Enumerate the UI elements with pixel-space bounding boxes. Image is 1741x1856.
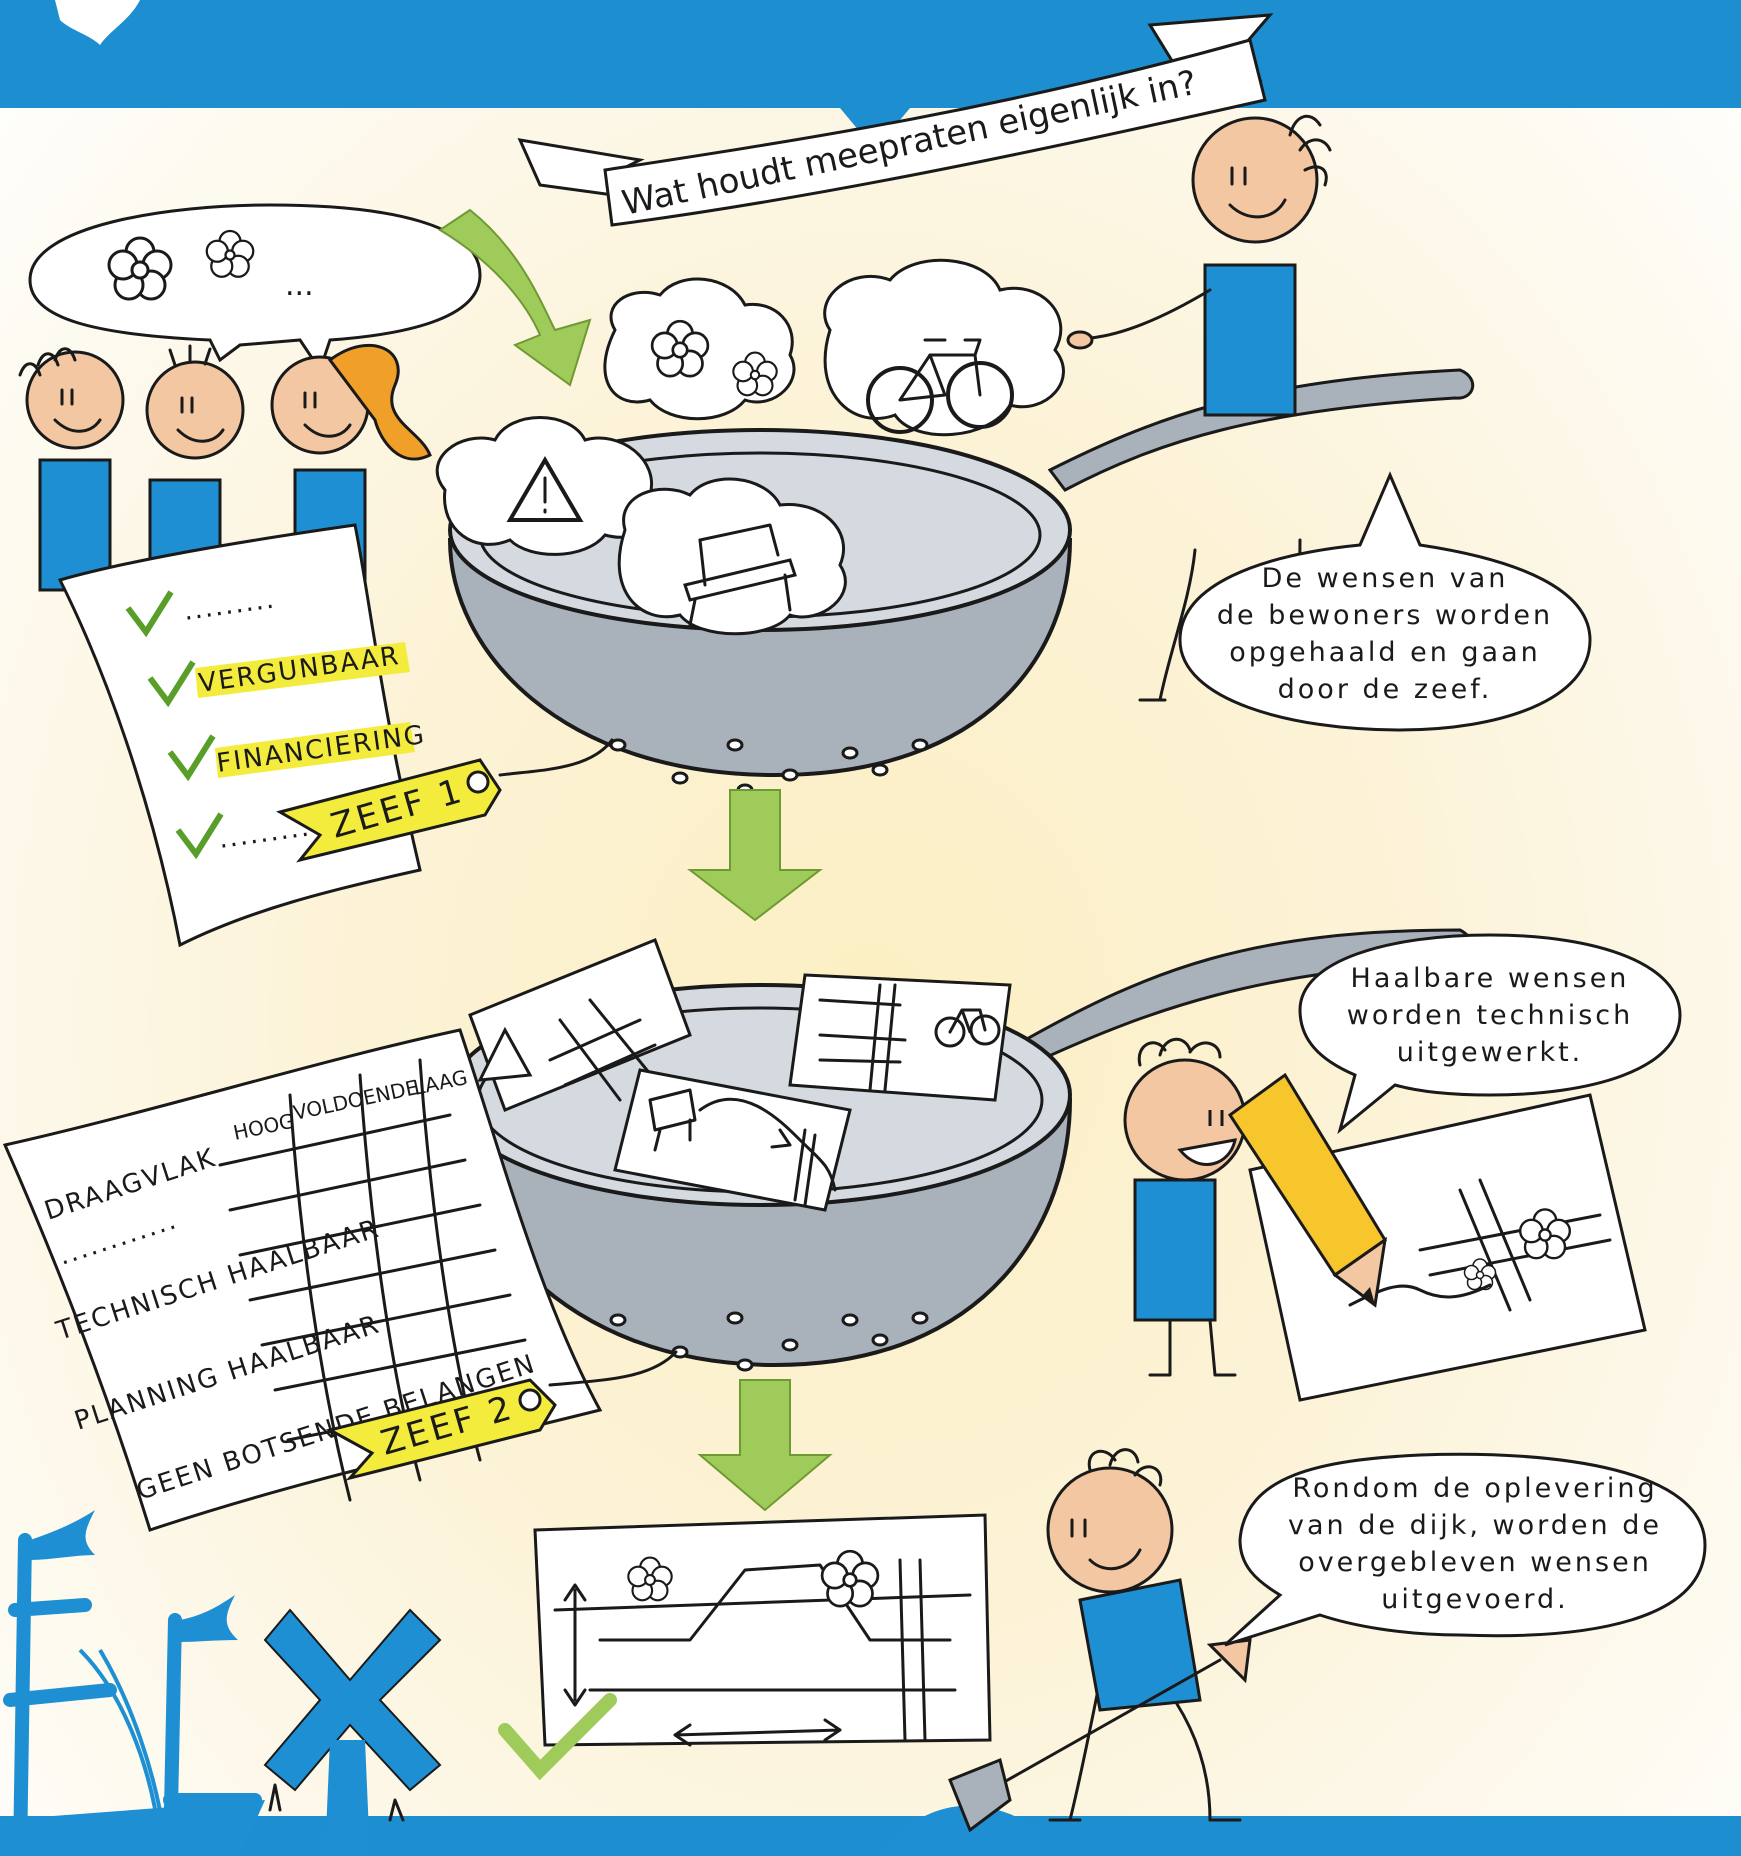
resident-face (145, 360, 245, 460)
bubble-line: overgebleven wensen (1298, 1547, 1652, 1578)
flower-icon (627, 1556, 673, 1602)
speech-bubble-step2-text: Haalbare wensen worden technisch uitgewe… (1305, 960, 1675, 1071)
bubble-line: door de zeef. (1277, 674, 1493, 705)
check-icon (125, 590, 174, 638)
bubble-line: Rondom de oplevering (1292, 1473, 1658, 1504)
residents-bubble-ellipsis: ... (285, 268, 314, 303)
wish-cloud-bicycle (823, 258, 1065, 437)
check-icon (147, 660, 196, 708)
bubble-line: worden technisch (1346, 1000, 1634, 1031)
sketch-card-bicycle (788, 973, 1012, 1102)
bubble-line: van de dijk, worden de (1288, 1510, 1662, 1541)
wish-cloud-flowers (603, 277, 796, 421)
check-icon (175, 812, 224, 860)
bubble-line: uitgewerkt. (1396, 1037, 1584, 1068)
sketch-card-warning (468, 938, 692, 1112)
arrow-icon (438, 208, 592, 387)
check-icon (498, 1693, 617, 1781)
shovel-icon (948, 1638, 1252, 1833)
bubble-line: De wensen van (1261, 563, 1509, 594)
windmill-icon (263, 1608, 442, 1856)
highlight-mark (215, 722, 415, 778)
bench-icon (683, 523, 797, 627)
bubble-line: uitgevoerd. (1381, 1584, 1569, 1615)
flower-icon (107, 236, 173, 301)
flower-icon (1463, 1258, 1497, 1291)
wish-cloud-warning (435, 416, 658, 556)
figure-drawing (1123, 1037, 1647, 1402)
flower-icon (205, 229, 255, 278)
header-band (0, 0, 1741, 108)
bicycle-icon (866, 338, 1014, 434)
figure-digging (880, 1448, 1252, 1856)
splash-icon (55, 0, 140, 45)
speech-bubble-step3 (1223, 1452, 1707, 1647)
bubble-line: de bewoners worden (1216, 600, 1554, 631)
final-plan-sheet (498, 1513, 992, 1781)
resident-face (25, 350, 125, 450)
flower-icon (820, 1549, 880, 1608)
residents-speech-bubble: ... (28, 203, 482, 374)
check-icon (167, 734, 216, 782)
highlight-mark (195, 642, 410, 698)
sketch-card-bench (613, 1068, 852, 1212)
flower-icon (1518, 1208, 1572, 1260)
speech-bubble-step1-text: De wensen van de bewoners worden opgehaa… (1185, 560, 1585, 708)
footer-band (0, 1816, 1741, 1856)
bubble-line: opgehaald en gaan (1229, 637, 1541, 668)
wish-cloud-bench (617, 477, 847, 636)
bicycle-icon (934, 1008, 1001, 1048)
pencil-icon (1227, 1072, 1388, 1308)
bubble-line: Haalbare wensen (1350, 963, 1630, 994)
arrow-down-icon (697, 1379, 833, 1512)
banner-text: Wat houdt meepraten eigenlijk in? (619, 63, 1201, 224)
speech-bubble-step3-text: Rondom de oplevering van de dijk, worden… (1250, 1470, 1700, 1618)
speech-bubble-step1 (1178, 471, 1592, 732)
arrow-down-icon (687, 789, 823, 922)
speech-bubble-step2 (1298, 933, 1682, 1135)
landscape-blue (0, 1510, 442, 1856)
flower-icon (732, 351, 778, 397)
flower-icon (650, 319, 710, 378)
checklist-paper: ......... VERGUNBAAR FINANCIERING ......… (57, 523, 428, 948)
